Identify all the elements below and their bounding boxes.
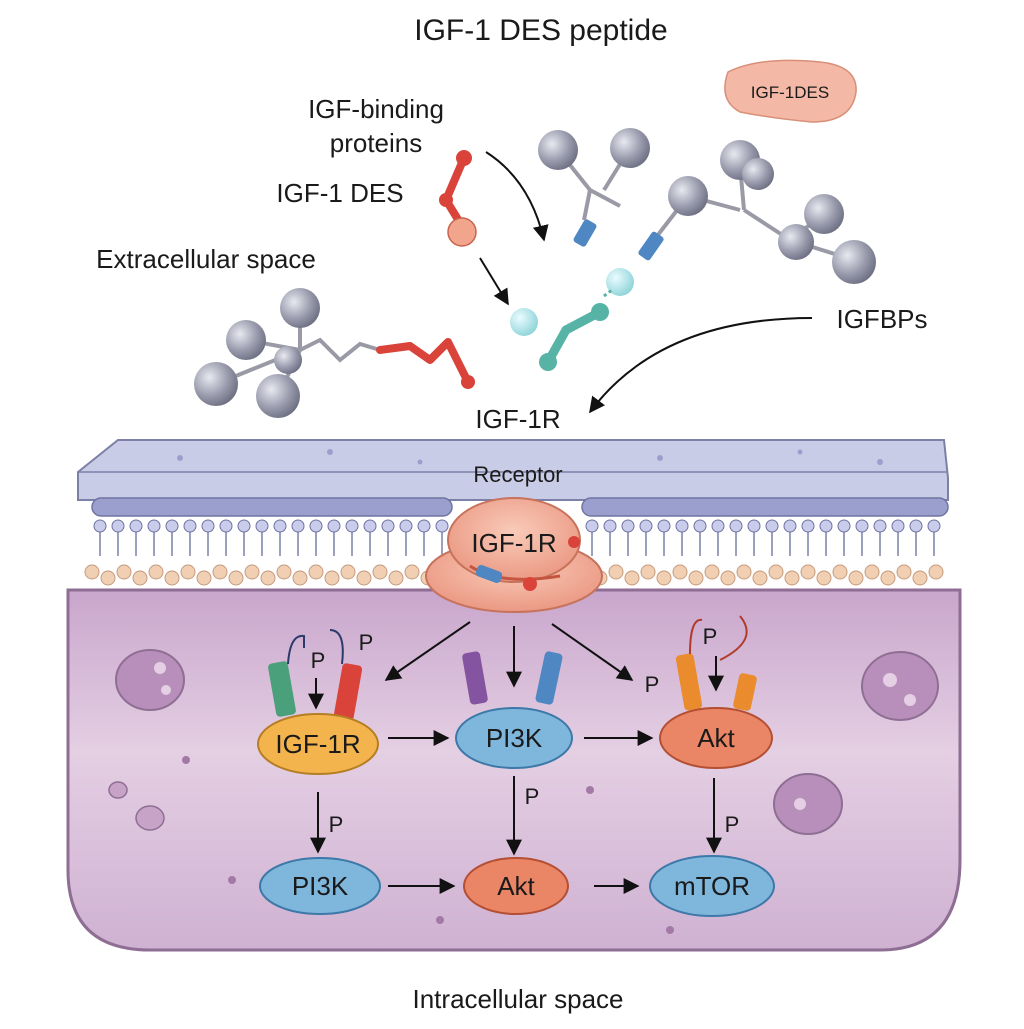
- extracellular-space-label: Extracellular space: [96, 244, 316, 274]
- igfbps-label: IGFBPs: [836, 304, 927, 334]
- intracellular-space-label: Intracellular space: [413, 984, 624, 1014]
- akt-upper-label: Akt: [697, 723, 735, 753]
- phospho-label-receptor: P: [645, 672, 660, 697]
- igf1r-node: [257, 713, 379, 775]
- igfbps-arrow: [589, 317, 813, 414]
- igf1r-node-group: P P IGF-1R: [257, 629, 379, 775]
- igf-binding-proteins-label-2: proteins: [330, 128, 423, 158]
- phospho-label-down-3: P: [725, 812, 740, 837]
- receptor-to-igf1r-arrow: [384, 621, 471, 681]
- akt-lower-label: Akt: [497, 871, 535, 901]
- igf1-des-molecule: [439, 150, 477, 247]
- igf1des-badge: IGF-1DES: [724, 59, 857, 123]
- pi3k-upper-label: PI3K: [486, 723, 543, 753]
- akt-upper-node: [659, 707, 773, 769]
- igf1r-node-label: IGF-1R: [275, 729, 360, 759]
- phospho-label-akt: P: [703, 624, 718, 649]
- phospho-label-igf1r-b: P: [359, 630, 374, 655]
- receptor-core-label: IGF-1R: [471, 528, 556, 558]
- igfbp-molecule-top: [538, 128, 650, 247]
- mtor-node: [649, 855, 775, 917]
- mtor-label: mTOR: [674, 871, 750, 901]
- binding-protein-arrow: [485, 151, 549, 242]
- igfbp-teal-chain: [510, 268, 634, 371]
- akt-upper-group: P Akt: [659, 615, 773, 769]
- phospho-label-igf1r-a: P: [311, 648, 326, 673]
- igf-complex-left: [194, 288, 475, 418]
- pi3k-upper-group: PI3K: [455, 651, 573, 769]
- receptor-label: Receptor: [473, 462, 562, 487]
- diagram-title: IGF-1 DES peptide: [414, 14, 667, 47]
- phospho-label-down-2: P: [525, 784, 540, 809]
- igf1-des-arrow: [479, 257, 509, 306]
- igf-binding-proteins-label-1: IGF-binding: [308, 94, 444, 124]
- igf1r-top-label: IGF-1R: [475, 404, 560, 434]
- pi3k-lower-label: PI3K: [292, 871, 349, 901]
- igf1r-receptor: Receptor IGF-1R: [425, 462, 603, 613]
- receptor-to-akt-arrow: [551, 623, 634, 681]
- badge-label: IGF-1DES: [751, 83, 829, 102]
- akt-lower-node: [463, 857, 569, 915]
- pi3k-lower-node: [259, 857, 381, 915]
- phospho-label-down-1: P: [329, 812, 344, 837]
- igf1-des-label: IGF-1 DES: [276, 178, 403, 208]
- igfbp-molecule-right: [638, 140, 876, 284]
- pi3k-upper-node: [455, 707, 573, 769]
